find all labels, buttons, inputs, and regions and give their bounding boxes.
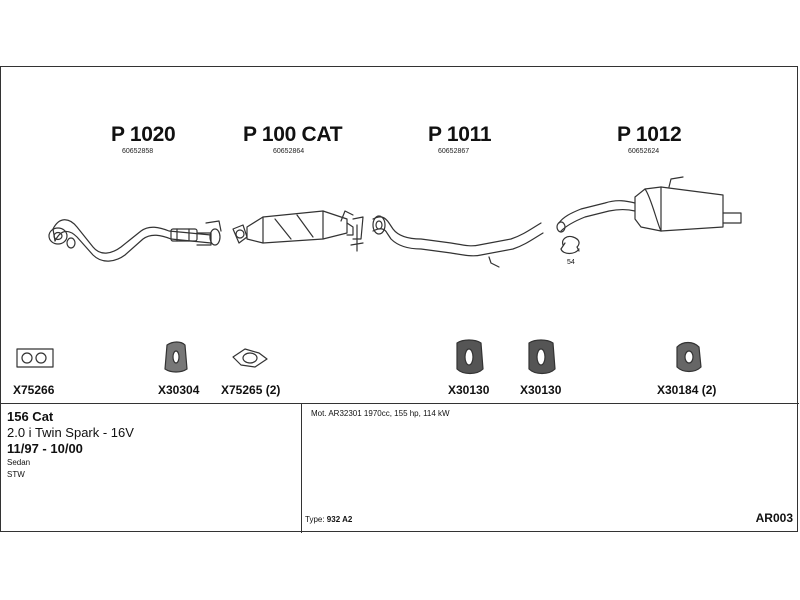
rubber-hanger-icon-1 bbox=[164, 341, 188, 373]
part-code-catalyst: 60652864 bbox=[273, 148, 305, 155]
parts-diagram: P 1020 60652858 P 100 CAT 60652864 P 101… bbox=[1, 67, 799, 403]
vehicle-body-sedan: Sedan bbox=[7, 458, 31, 467]
vehicle-engine: 2.0 i Twin Spark - 16V bbox=[7, 425, 134, 440]
part-code-rear-silencer: 60652624 bbox=[628, 148, 660, 155]
motor-info: Mot. AR32301 1970cc, 155 hp, 114 kW bbox=[311, 409, 450, 418]
exhaust-diagram-sheet: P 1020 60652858 P 100 CAT 60652864 P 101… bbox=[0, 66, 799, 533]
hardware-label-x30130-b: X30130 bbox=[520, 383, 562, 397]
clamp-drawing bbox=[560, 235, 580, 255]
part-title-rear-silencer: P 1012 bbox=[617, 123, 682, 146]
clamp-number: 54 bbox=[567, 259, 575, 266]
part-title-catalyst: P 100 CAT bbox=[243, 123, 343, 146]
vehicle-model: 156 Cat bbox=[7, 409, 54, 424]
hardware-label-x30184: X30184 (2) bbox=[657, 383, 717, 397]
hardware-label-x30304: X30304 bbox=[158, 383, 200, 397]
hardware-label-x75265: X75265 (2) bbox=[221, 383, 281, 397]
info-divider-vertical bbox=[301, 403, 302, 533]
type-label: Type: bbox=[305, 515, 327, 524]
hardware-label-x75266: X75266 bbox=[13, 383, 55, 397]
gasket-double-icon bbox=[16, 348, 54, 368]
hardware-label-x30130-a: X30130 bbox=[448, 383, 490, 397]
rear-silencer-drawing bbox=[556, 176, 742, 233]
part-title-front-pipe: P 1020 bbox=[111, 123, 176, 146]
rubber-hanger-icon-2 bbox=[676, 341, 702, 373]
rubber-mount-icon-1 bbox=[456, 339, 484, 375]
type-row: Type: 932 A2 bbox=[305, 515, 352, 524]
vehicle-info: 156 Cat 2.0 i Twin Spark - 16V 11/97 - 1… bbox=[7, 409, 297, 481]
info-divider-horizontal bbox=[1, 403, 799, 404]
vehicle-years: 11/97 - 10/00 bbox=[7, 441, 83, 456]
reference-code: AR003 bbox=[755, 511, 793, 525]
front-pipe-drawing bbox=[48, 219, 222, 262]
rubber-mount-icon-2 bbox=[528, 339, 556, 375]
exhaust-drawing bbox=[16, 176, 742, 375]
type-value: 932 A2 bbox=[326, 515, 353, 524]
catalyst-drawing bbox=[232, 210, 364, 252]
part-code-front-pipe: 60652858 bbox=[122, 148, 154, 155]
gasket-icon bbox=[232, 348, 268, 368]
part-title-middle-pipe: P 1011 bbox=[428, 123, 492, 146]
part-code-middle-pipe: 60652867 bbox=[438, 148, 470, 155]
middle-pipe-drawing bbox=[372, 215, 544, 268]
vehicle-body-stw: STW bbox=[7, 470, 25, 479]
